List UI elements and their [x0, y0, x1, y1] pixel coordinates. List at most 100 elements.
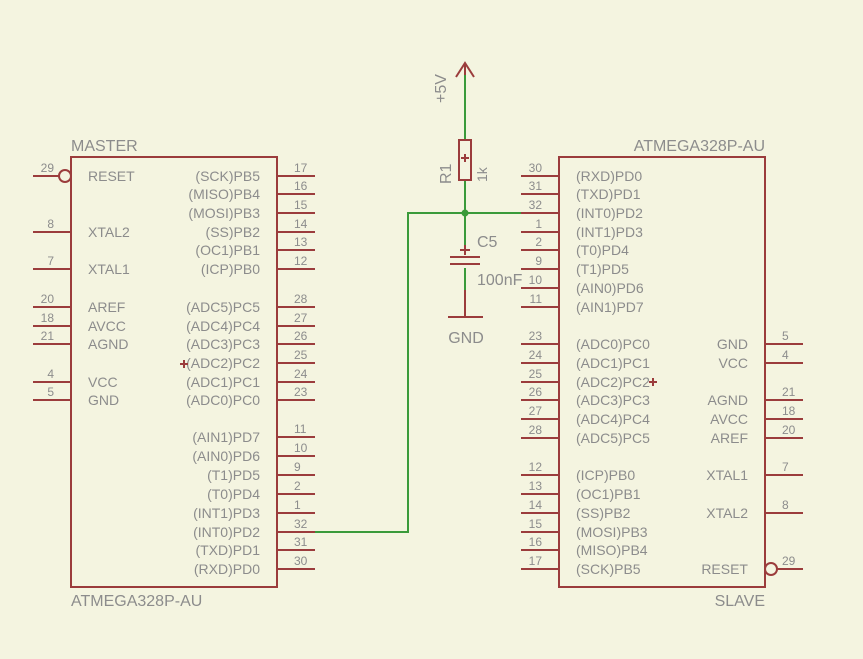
- junction-dot: [461, 209, 469, 217]
- slave-pin-left-9[interactable]: 9(T1)PD5: [521, 254, 629, 277]
- pin-number: 24: [294, 367, 308, 381]
- master-pin-right-30[interactable]: 30(RXD)PD0: [194, 554, 315, 577]
- pin-name: AGND: [88, 336, 128, 352]
- master-pin-right-17[interactable]: 17(SCK)PB5: [195, 161, 315, 184]
- pin-number: 27: [294, 311, 308, 325]
- pin-number: 17: [529, 554, 543, 568]
- master-pin-right-15[interactable]: 15(MOSI)PB3: [188, 198, 315, 221]
- pin-name: (MOSI)PB3: [576, 524, 648, 540]
- master-pin-right-27[interactable]: 27(ADC4)PC4: [186, 311, 315, 334]
- slave-pin-left-16[interactable]: 16(MISO)PB4: [521, 535, 648, 558]
- slave-chip-title: SLAVE: [715, 593, 765, 610]
- pin-name: AVCC: [710, 411, 748, 427]
- slave-pin-left-14[interactable]: 14(SS)PB2: [521, 498, 631, 521]
- slave-pin-left-13[interactable]: 13(OC1)PB1: [521, 479, 641, 502]
- master-pin-right-31[interactable]: 31(TXD)PD1: [195, 535, 315, 558]
- pin-number: 25: [529, 367, 543, 381]
- pin-number: 13: [294, 235, 308, 249]
- pin-number: 30: [294, 554, 308, 568]
- pin-name: (ADC0)PC0: [576, 336, 650, 352]
- slave-pin-left-12[interactable]: 12(ICP)PB0: [521, 460, 635, 483]
- master-pin-right-13[interactable]: 13(OC1)PB1: [195, 235, 315, 258]
- master-pin-right-1[interactable]: 1(INT1)PD3: [193, 498, 315, 521]
- master-pin-right-12[interactable]: 12(ICP)PB0: [201, 254, 315, 277]
- supply-symbol[interactable]: +5V: [433, 61, 475, 103]
- master-pin-right-16[interactable]: 16(MISO)PB4: [188, 179, 315, 202]
- pin-name: (AIN1)PD7: [192, 429, 260, 445]
- ground-symbol[interactable]: GND: [448, 290, 484, 347]
- slave-pin-left-1[interactable]: 1(INT1)PD3: [521, 217, 643, 240]
- slave-pin-left-24[interactable]: 24(ADC1)PC1: [521, 348, 650, 371]
- pin-name: (ICP)PB0: [201, 261, 260, 277]
- master-pin-right-25[interactable]: 25(ADC2)PC2: [186, 348, 315, 371]
- pin-name: (TXD)PD1: [195, 542, 260, 558]
- slave-pin-left-32[interactable]: 32(INT0)PD2: [521, 198, 643, 221]
- slave-pin-left-17[interactable]: 17(SCK)PB5: [521, 554, 641, 577]
- pin-name: (INT1)PD3: [193, 505, 260, 521]
- master-pin-right-10[interactable]: 10(AIN0)PD6: [192, 441, 315, 464]
- pin-name: (AIN1)PD7: [576, 299, 644, 315]
- pin-number: 32: [529, 198, 543, 212]
- master-chip-part: ATMEGA328P-AU: [71, 593, 202, 610]
- slave-pin-left-11[interactable]: 11(AIN1)PD7: [521, 292, 644, 315]
- pin-name: AREF: [88, 299, 125, 315]
- slave-pin-left-2[interactable]: 2(T0)PD4: [521, 235, 629, 258]
- slave-pin-left-25[interactable]: 25(ADC2)PC2: [521, 367, 650, 390]
- slave-pin-left-26[interactable]: 26(ADC3)PC3: [521, 385, 650, 408]
- master-pin-right-28[interactable]: 28(ADC5)PC5: [186, 292, 315, 315]
- pin-number: 5: [47, 385, 54, 399]
- pin-name: AREF: [711, 430, 748, 446]
- slave-pin-left-28[interactable]: 28(ADC5)PC5: [521, 423, 650, 446]
- slave-pin-left-27[interactable]: 27(ADC4)PC4: [521, 404, 650, 427]
- pin-number: 4: [782, 348, 789, 362]
- pin-name: (ICP)PB0: [576, 467, 635, 483]
- pin-name: (ADC4)PC4: [576, 411, 650, 427]
- resistor-value: 1k: [474, 166, 490, 182]
- slave-pin-left-15[interactable]: 15(MOSI)PB3: [521, 517, 648, 540]
- slave-pin-left-31[interactable]: 31(TXD)PD1: [521, 179, 641, 202]
- supply-label: +5V: [433, 74, 450, 103]
- master-pin-right-14[interactable]: 14(SS)PB2: [206, 217, 315, 240]
- pin-number: 14: [529, 498, 543, 512]
- slave-pin-left-30[interactable]: 30(RXD)PD0: [521, 161, 642, 184]
- master-pin-right-11[interactable]: 11(AIN1)PD7: [192, 422, 315, 445]
- master-pin-right-24[interactable]: 24(ADC1)PC1: [186, 367, 315, 390]
- pin-name: AGND: [708, 392, 748, 408]
- master-pin-right-2[interactable]: 2(T0)PD4: [207, 479, 315, 502]
- master-pin-right-26[interactable]: 26(ADC3)PC3: [186, 329, 315, 352]
- resistor-r1[interactable]: R1 1k: [438, 139, 490, 184]
- master-pin-right-9[interactable]: 9(T1)PD5: [207, 460, 315, 483]
- inverted-pin-icon: [58, 169, 72, 183]
- slave-origin-marker-icon: [649, 378, 657, 386]
- master-origin-marker-icon: [180, 360, 188, 368]
- pin-number: 29: [782, 554, 796, 568]
- master-pin-right-32[interactable]: 32(INT0)PD2: [193, 517, 315, 540]
- pin-name: GND: [717, 336, 748, 352]
- slave-left-pins: 30(RXD)PD031(TXD)PD132(INT0)PD21(INT1)PD…: [521, 161, 650, 577]
- slave-chip[interactable]: ATMEGA328P-AU SLAVE 30(RXD)PD031(TXD)PD1…: [521, 138, 803, 610]
- capacitor-c5[interactable]: C5 100nF: [450, 234, 523, 289]
- slave-pin-left-23[interactable]: 23(ADC0)PC0: [521, 329, 650, 352]
- master-pin-right-23[interactable]: 23(ADC0)PC0: [186, 385, 315, 408]
- slave-pin-left-10[interactable]: 10(AIN0)PD6: [521, 273, 644, 296]
- pin-name: (T0)PD4: [207, 486, 260, 502]
- pin-name: (T1)PD5: [207, 467, 260, 483]
